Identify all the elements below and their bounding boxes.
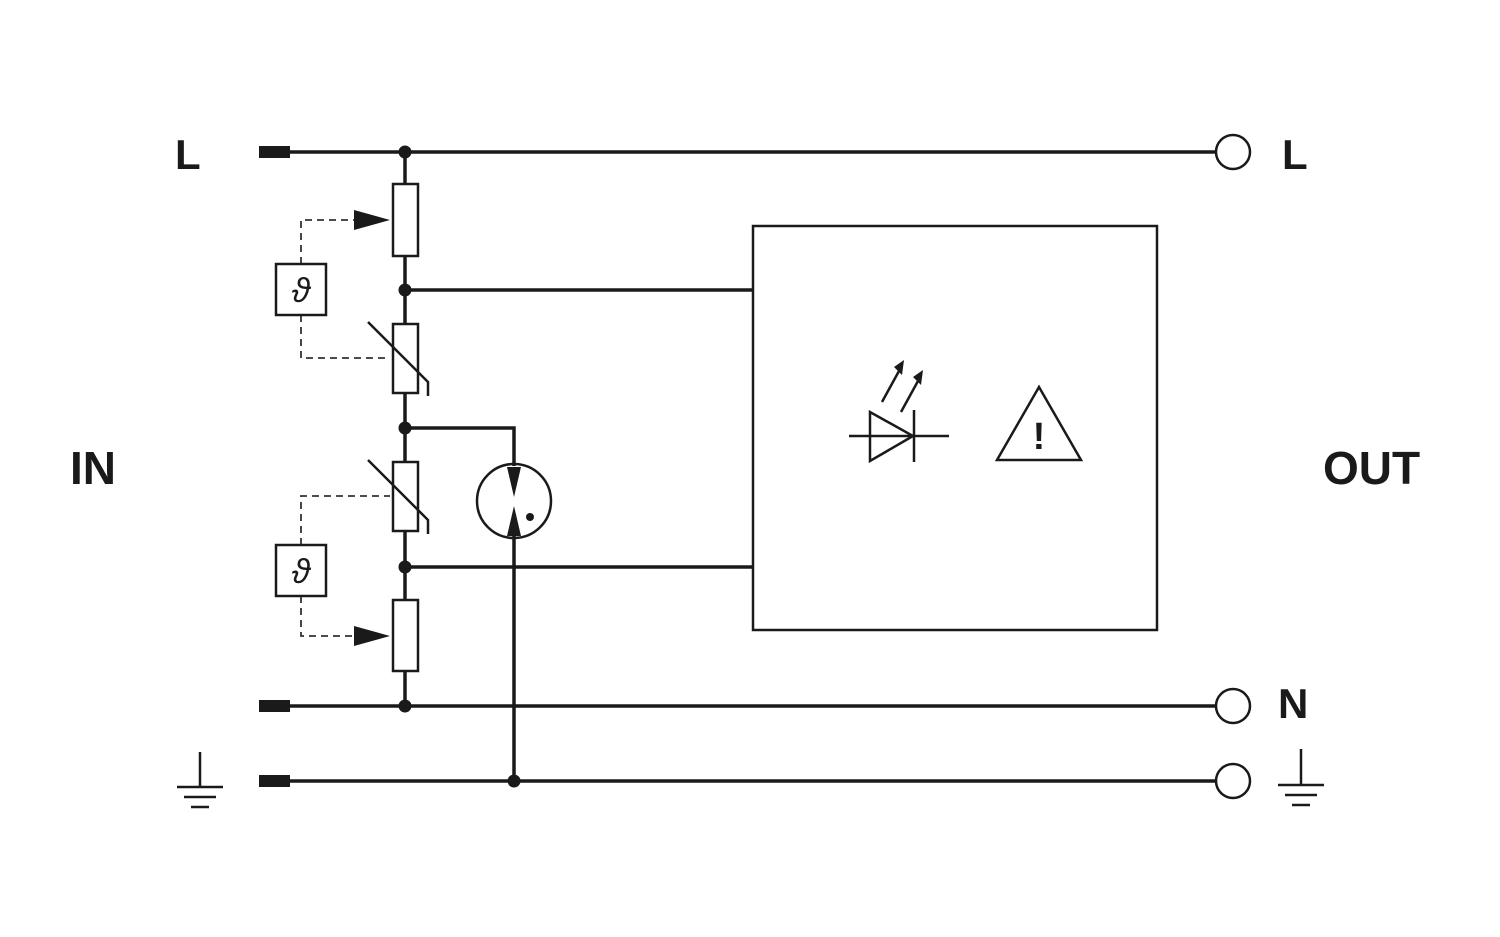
in-label: IN (70, 442, 116, 494)
lower-thermal-fuse (391, 598, 420, 673)
warning-mark: ! (1033, 416, 1046, 458)
warning-icon: ! (994, 384, 1084, 462)
upper-thermal-fuse (391, 182, 420, 258)
gas-discharge-tube (405, 426, 553, 781)
lower-varistor (367, 459, 430, 534)
input-line-label: L (175, 131, 201, 178)
output-terminal-ground (1214, 762, 1252, 800)
input-terminal-neutral (259, 700, 290, 712)
output-line-label: L (1282, 131, 1308, 178)
monitoring-block (751, 224, 1159, 632)
output-neutral-label: N (1278, 680, 1308, 727)
out-label: OUT (1323, 442, 1420, 494)
lower-thermal-disconnect: ϑ (274, 495, 390, 646)
upper-thermal-sensor (274, 262, 328, 317)
lower-thermal-sensor (274, 543, 328, 598)
upper-varistor (367, 321, 430, 396)
junction-dot (398, 145, 412, 159)
status-indicator-module: ! (405, 224, 1159, 632)
upper-thermal-symbol: ϑ (292, 272, 312, 310)
junction-dot (398, 699, 412, 713)
output-terminal-neutral (1214, 687, 1252, 725)
input-terminal-ground (259, 775, 290, 787)
lower-thermal-symbol: ϑ (292, 553, 312, 591)
upper-thermal-disconnect: ϑ (274, 210, 390, 359)
output-ground-icon (1278, 749, 1324, 807)
input-terminal-line (259, 146, 290, 158)
led-icon (849, 360, 949, 464)
output-terminal-line (1214, 133, 1252, 171)
input-ground-icon (177, 752, 223, 809)
